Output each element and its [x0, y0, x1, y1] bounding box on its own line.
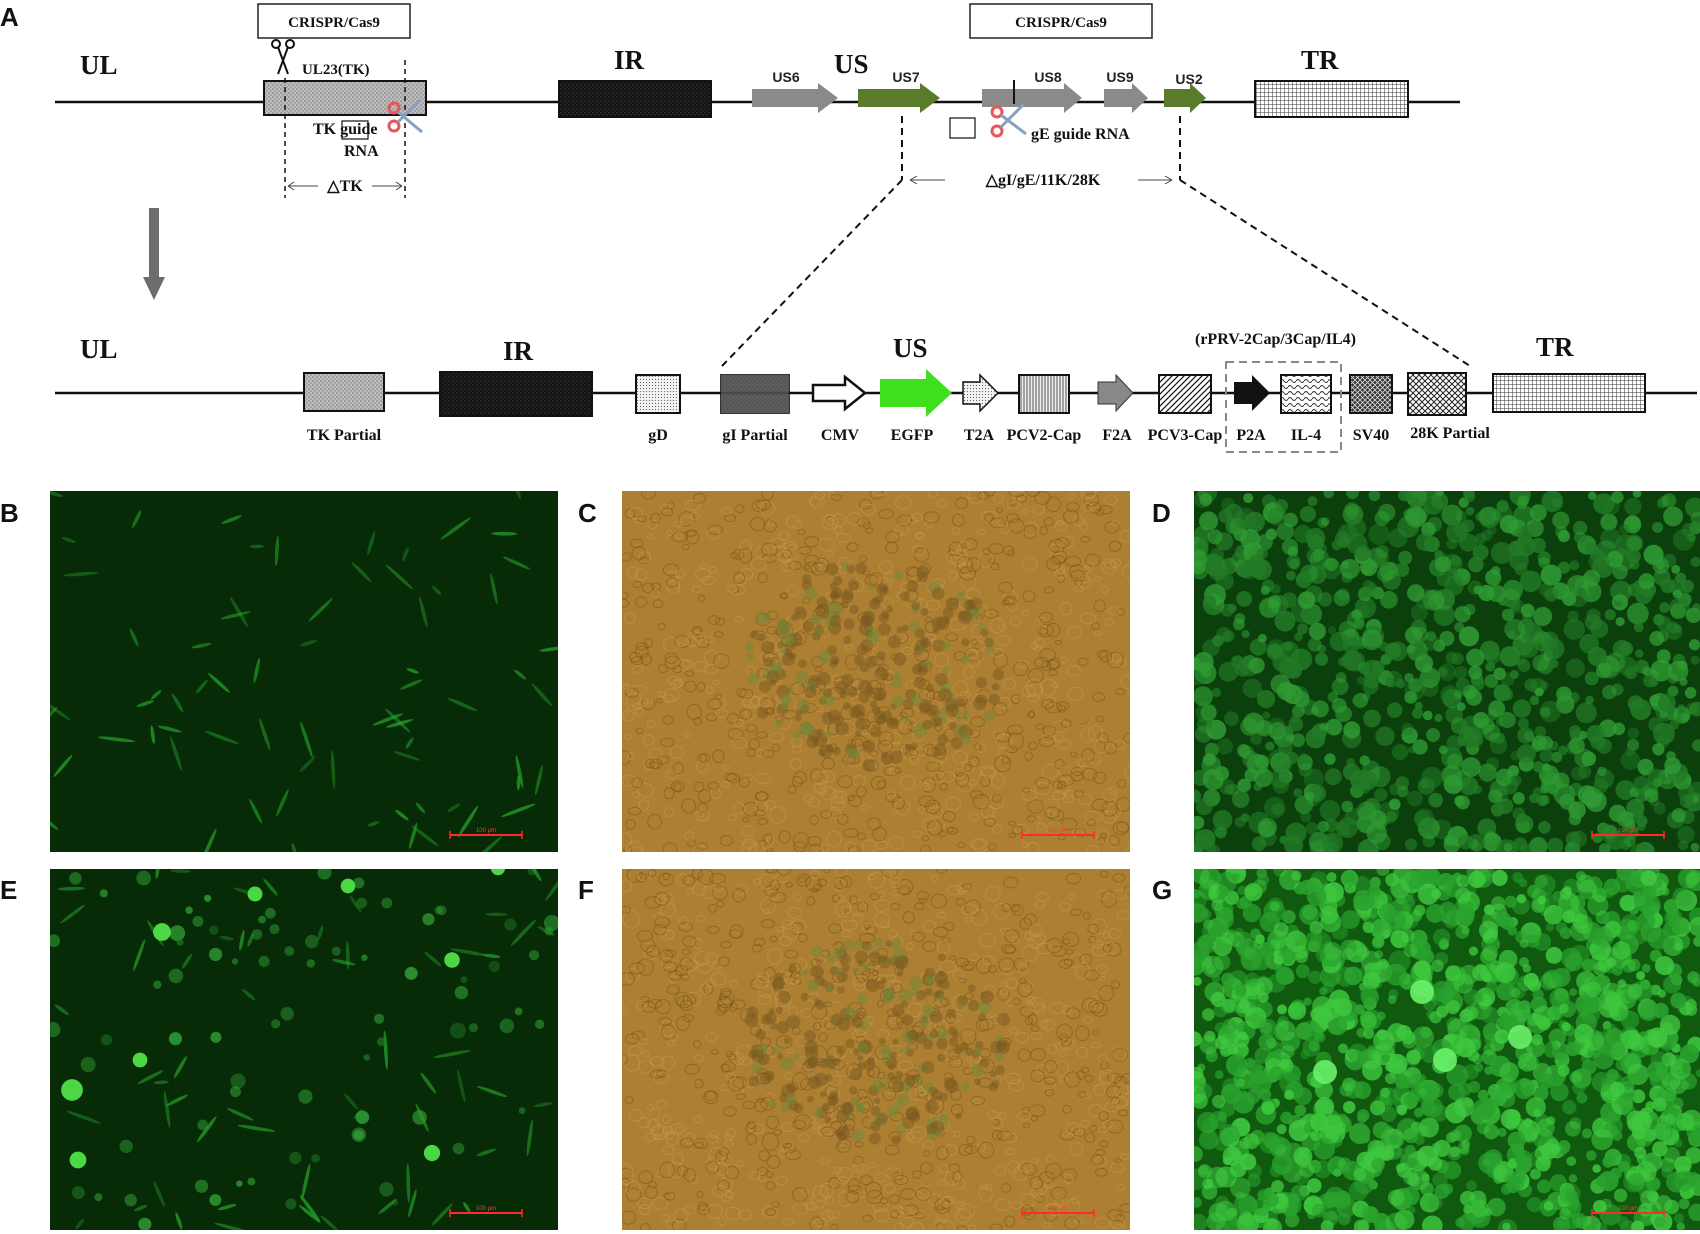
t2a-label: T2A	[964, 427, 995, 444]
t2a-arrow	[962, 373, 1000, 413]
il4-box	[1280, 374, 1332, 414]
tr-box-bottom	[1492, 373, 1646, 413]
us7-arrow	[858, 83, 940, 113]
gd-label: gD	[648, 427, 668, 444]
crispr-box-right	[969, 3, 1153, 39]
deletion-arrowhead-left	[909, 175, 918, 185]
pcv2-cap-label: PCV2-Cap	[1007, 427, 1082, 444]
tk-partial-label: TK Partial	[307, 427, 382, 444]
us9-label: US9	[1106, 69, 1133, 85]
scale-bar-label: 100 μm	[476, 828, 496, 834]
scale-bar-label: 100 μm	[476, 1206, 496, 1212]
tk-guide-label: TK guide	[313, 121, 377, 138]
pcv3-cap-label: PCV3-Cap	[1148, 427, 1223, 444]
delta-tk-arrowhead-right	[395, 181, 403, 191]
tk-guide-label-2: RNA	[344, 143, 379, 160]
fluorescence-background	[50, 491, 558, 852]
crispr-box-right-label: CRISPR/Cas9	[1015, 15, 1107, 31]
top-ul-label: UL	[80, 50, 118, 80]
f2a-label: F2A	[1102, 427, 1132, 444]
panel-label-a: A	[0, 2, 19, 32]
ul23-tk-box	[263, 80, 427, 116]
panel-label-e: E	[0, 875, 17, 905]
k28-partial-label: 28K Partial	[1410, 425, 1490, 442]
crispr-box-left	[257, 3, 411, 39]
micrograph-b: 100 μm	[50, 491, 558, 852]
scale-bar-label: 100 μm	[1618, 1206, 1638, 1212]
zoom-line-right	[1179, 179, 1471, 367]
transition-arrow-head	[143, 277, 165, 300]
ul23-label: UL23(TK)	[302, 62, 370, 78]
us2-label: US2	[1175, 71, 1202, 87]
deletion-label: △gI/gE/11K/28K	[985, 172, 1101, 189]
fluorescence-background	[50, 869, 558, 1230]
deletion-arrowhead-right	[1164, 175, 1173, 185]
gi-partial-label: gI Partial	[722, 427, 788, 444]
scale-bar-label: 100 μm	[1618, 828, 1638, 834]
tr-box-top	[1254, 80, 1409, 118]
panel-label-g: G	[1152, 875, 1172, 905]
red-scissors-icon	[387, 98, 423, 134]
sv40-label: SV40	[1353, 427, 1389, 444]
gd-box	[635, 374, 681, 414]
tk-guide-box	[341, 120, 369, 140]
us7-label: US7	[892, 69, 919, 85]
panel-label-c: C	[578, 498, 597, 528]
micrograph-c: 100 μm	[622, 491, 1130, 852]
gi-partial-shade	[721, 375, 789, 413]
transition-arrow-shaft	[149, 208, 159, 278]
panel-label-b: B	[0, 498, 19, 528]
cmv-arrow	[811, 374, 868, 412]
p2a-arrow	[1234, 375, 1270, 411]
us8-arrow	[982, 83, 1082, 113]
pcv3-cap-box	[1158, 374, 1212, 414]
scale-bar-label: 100 μm	[1048, 828, 1068, 834]
bottom-us-label: US	[893, 333, 928, 363]
egfp-arrow	[880, 369, 952, 417]
construct-label: (rPRV-2Cap/3Cap/IL4)	[1195, 331, 1356, 348]
ir-box-bottom	[439, 371, 593, 417]
ir-box-top	[558, 80, 712, 118]
us6-arrow	[752, 83, 838, 113]
cmv-label: CMV	[821, 427, 860, 444]
micrograph-d: 100 μm	[1194, 491, 1700, 852]
egfp-label: EGFP	[891, 427, 934, 444]
pcv2-cap-box	[1018, 374, 1070, 414]
us8-label: US8	[1034, 69, 1061, 85]
top-tr-label: TR	[1301, 45, 1339, 75]
p2a-label: P2A	[1236, 427, 1266, 444]
bottom-tr-label: TR	[1536, 332, 1574, 362]
us9-arrow	[1104, 83, 1148, 113]
zoom-line-left	[721, 179, 903, 367]
panel-label-d: D	[1152, 498, 1171, 528]
ge-guide-label: gE guide RNA	[1031, 126, 1130, 143]
us6-label: US6	[772, 69, 799, 85]
top-ir-label: IR	[614, 45, 645, 75]
red-scissors-icon-ge	[990, 102, 1027, 138]
bottom-ul-label: UL	[80, 334, 118, 364]
bottom-ir-label: IR	[503, 336, 534, 366]
micrograph-e: 100 μm	[50, 869, 558, 1230]
p2a-il4-dashed-box	[1225, 361, 1342, 453]
ge-guide-box	[949, 117, 976, 139]
panel-label-f: F	[578, 875, 594, 905]
tk-partial-box	[303, 372, 385, 412]
delta-tk-label: △TK	[326, 178, 363, 195]
micrograph-f: 100 μm	[622, 869, 1130, 1230]
sv40-box	[1349, 374, 1393, 414]
il4-label: IL-4	[1291, 427, 1321, 444]
crispr-box-left-label: CRISPR/Cas9	[288, 15, 380, 31]
scissors-icon	[271, 39, 295, 75]
micrograph-group: 100 μm 100 μm 100 μm 100 μm 100 μm 100 μm	[50, 491, 1700, 1230]
micrograph-g: 100 μm	[1194, 869, 1700, 1230]
us2-arrow	[1164, 83, 1206, 113]
delta-tk-arrowhead-left	[287, 181, 295, 191]
k28-partial-box	[1407, 372, 1467, 416]
scale-bar-label: 100 μm	[1048, 1206, 1068, 1212]
f2a-arrow	[1097, 373, 1134, 413]
top-us-label: US	[834, 49, 869, 79]
